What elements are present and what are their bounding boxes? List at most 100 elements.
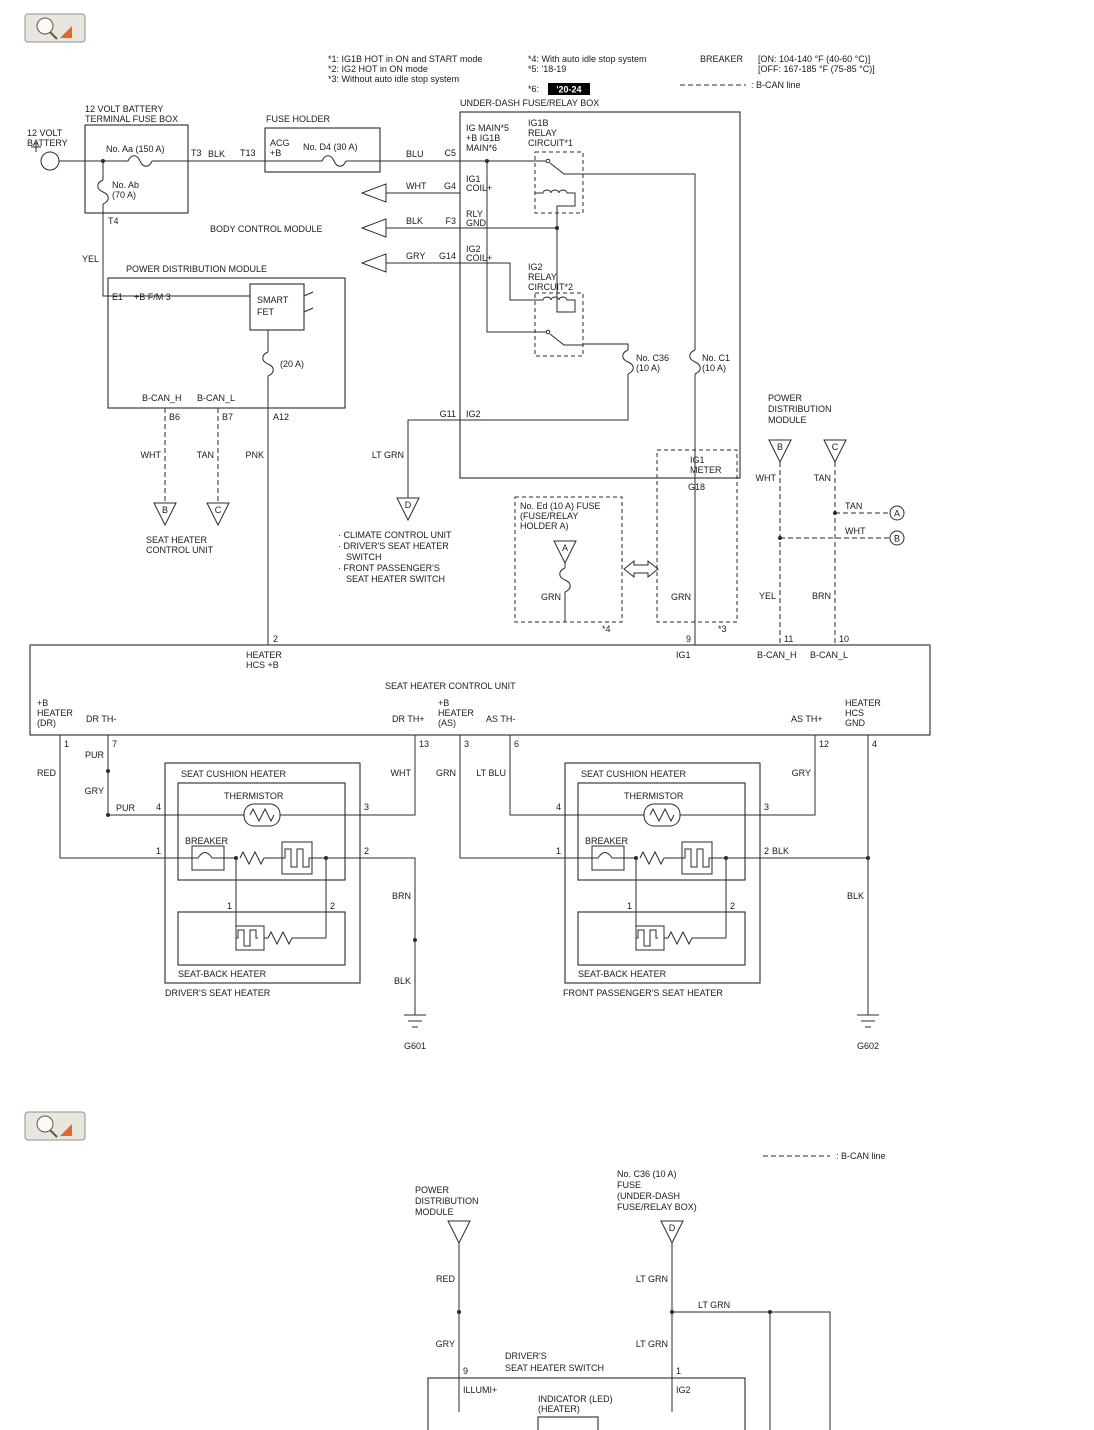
ig2-coil-label-1: IG2: [466, 244, 481, 254]
fuse-c36-label-2: (10 A): [636, 363, 660, 373]
fuse-20a-label: (20 A): [280, 359, 304, 369]
wire-label-yel: YEL: [759, 591, 776, 601]
footnotes: *1: IG1B HOT in ON and START mode *2: IG…: [328, 54, 875, 95]
d-dest-list-1: · CLIMATE CONTROL UNIT: [338, 530, 452, 540]
wire-label-red: RED: [436, 1274, 456, 1284]
wire-label-blk: BLK: [406, 216, 423, 226]
terminal-t13: T13: [240, 148, 256, 158]
hcs-gnd-label-3: GND: [845, 718, 866, 728]
fuse-c1-label-1: No. C1: [702, 353, 730, 363]
wire-label-pur: PUR: [85, 750, 105, 760]
ig2-pin-label: IG2: [676, 1385, 691, 1395]
ig2-coil-label-2: COIL+: [466, 253, 492, 263]
ig1-coil-label-2: COIL+: [466, 183, 492, 193]
fuse-ab-symbol: [97, 179, 109, 205]
seat-heater-control-unit: SEAT HEATER CONTROL UNIT 2 HEATER HCS +B…: [29, 634, 931, 749]
terminal-b6: B6: [169, 412, 180, 422]
heater-pin-4: 4: [156, 802, 161, 812]
heater-pin-2: 2: [764, 846, 769, 856]
battery-label-2: BATTERY: [27, 138, 68, 148]
zoom-button-page2[interactable]: [24, 1111, 86, 1141]
bcm-connector-icon: [360, 218, 387, 238]
wire-label-pnk: PNK: [245, 450, 264, 460]
c36-fuse-label-4: FUSE/RELAY BOX): [617, 1202, 697, 1212]
c36-fuse-label-2: FUSE: [617, 1180, 641, 1190]
terminal-g18: G18: [688, 482, 705, 492]
page2-diagram: : B-CAN line POWER DISTRIBUTION MODULE R…: [415, 1151, 886, 1430]
note-1: *1: IG1B HOT in ON and START mode: [328, 54, 482, 64]
ig2-output-label: IG2: [466, 409, 481, 419]
smart-fet-gate-marks: [303, 291, 314, 313]
breaker-note-label: BREAKER: [700, 54, 744, 64]
ig1-coil-label-1: IG1: [466, 174, 481, 184]
relay1-label-1: IG1B: [528, 118, 549, 128]
ground-g601: G601: [404, 1014, 426, 1051]
thermistor-label: THERMISTOR: [224, 791, 284, 801]
wire-label-grn: GRN: [436, 768, 456, 778]
bcm-title: BODY CONTROL MODULE: [210, 224, 323, 234]
smart-fet-label-2: FET: [257, 307, 275, 317]
smart-fet-label-1: SMART: [257, 295, 289, 305]
cushion-heater-title: SEAT CUSHION HEATER: [181, 769, 287, 779]
power-distribution-module-right: POWER DISTRIBUTION MODULE B C WHT TAN TA…: [756, 393, 905, 645]
pdm-dest-label-1: SEAT HEATER: [146, 535, 208, 545]
pin-10: 10: [839, 634, 849, 644]
terminal-f3: F3: [445, 216, 456, 226]
ig1-feed-circuit: LT GRN D · CLIMATE CONTROL UNIT · DRIVER…: [338, 419, 738, 645]
cushion-heater-title: SEAT CUSHION HEATER: [581, 769, 687, 779]
battery-terminal-fuse-box: 12 VOLT BATTERY TERMINAL FUSE BOX No. Aa…: [82, 104, 265, 297]
heater-wiring: RED PUR GRY PUR WHT BRN BLK GRN LT BLU G…: [37, 735, 879, 1051]
seatback-pin-1: 1: [227, 901, 232, 911]
ground-g602: G602: [857, 1014, 879, 1051]
fuse-c1-symbol: [689, 349, 701, 375]
pdm-dest-label-2: CONTROL UNIT: [146, 545, 214, 555]
pdm-title-3: MODULE: [415, 1207, 454, 1217]
pin-2: 2: [273, 634, 278, 644]
terminal-g14: G14: [439, 251, 456, 261]
pin-12: 12: [819, 739, 829, 749]
fuse-aa-symbol: [127, 155, 153, 167]
wire-label-lt-blu: LT BLU: [476, 768, 506, 778]
pdm-title-2: DISTRIBUTION: [415, 1196, 479, 1206]
breaker-off-range: [OFF: 167-185 °F (75-85 °C)]: [758, 64, 875, 74]
under-dash-fuse-relay-box: UNDER-DASH FUSE/RELAY BOX IG MAIN*5 +B I…: [439, 98, 741, 492]
udf-title: UNDER-DASH FUSE/RELAY BOX: [460, 98, 599, 108]
battery: 12 VOLT BATTERY: [27, 128, 85, 171]
as-heater-label-2: HEATER: [438, 708, 474, 718]
wire-label-brn: BRN: [812, 591, 831, 601]
terminal-t3: T3: [191, 148, 202, 158]
fuse-holder: FUSE HOLDER ACG +B No. D4 (30 A) BLU C5: [264, 114, 460, 173]
terminal-e1: E1: [112, 292, 123, 302]
wire-label-gry: GRY: [406, 251, 425, 261]
fuse-c36-label-1: No. C36: [636, 353, 669, 363]
illumi-pin-label: ILLUMI+: [463, 1385, 497, 1395]
bcan-h-label: B-CAN_H: [142, 393, 182, 403]
page-connector-b-circle: [889, 530, 905, 546]
ig2-relay-contact: [535, 331, 583, 346]
zoom-button-page1[interactable]: [24, 13, 86, 43]
passenger-seat-heater: SEAT CUSHION HEATER THERMISTOR 4 3 BREAK…: [556, 762, 769, 998]
note-star3: *3: [718, 624, 727, 634]
breaker-label: BREAKER: [185, 836, 229, 846]
fuse-d4-symbol: [321, 155, 347, 167]
relay2-label-1: IG2: [528, 262, 543, 272]
fuse-ab-label-2: (70 A): [112, 190, 136, 200]
wire-label-wht: WHT: [391, 768, 412, 778]
pin-4: 4: [872, 739, 877, 749]
resistor-symbol: [267, 930, 293, 946]
body-control-module: BODY CONTROL MODULE WHT BLK GRY: [210, 181, 460, 273]
bcm-connector-icon: [360, 183, 387, 203]
seatback-pin-2: 2: [330, 901, 335, 911]
bcan-legend-label: : B-CAN line: [751, 80, 801, 90]
smart-fet-box: [249, 283, 305, 331]
pin-13: 13: [419, 739, 429, 749]
connector-b-triangle: [153, 502, 177, 527]
ig1b-relay-coil: [535, 189, 576, 213]
ig1-meter-variant-box: [656, 449, 738, 623]
wire-label-tan: TAN: [197, 450, 214, 460]
note-6-highlight: [548, 83, 590, 95]
wire-label-brn: BRN: [392, 891, 411, 901]
pin-6: 6: [514, 739, 519, 749]
dr-heater-label-3: (DR): [37, 718, 56, 728]
